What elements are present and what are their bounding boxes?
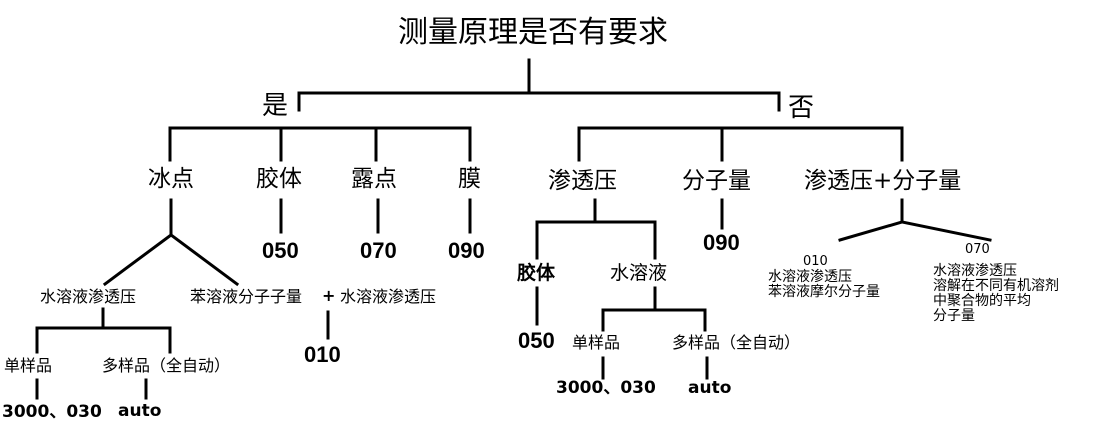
single-sample-codes: 3000、030: [2, 402, 102, 422]
code-010-small: 010: [803, 254, 828, 269]
freezing-point-node: 冰点: [148, 166, 194, 192]
root-question: 测量原理是否有要求: [398, 15, 668, 50]
osmotic-node: 渗透压: [548, 168, 617, 194]
aqueous-osmotic-node: 水溶液渗透压: [40, 287, 137, 306]
dew-point-node: 露点: [351, 166, 397, 192]
note-070: 水溶液渗透压 溶解在不同有机溶剂 中聚合物的平均 分子量: [933, 263, 1059, 324]
code-070: 070: [360, 238, 397, 263]
code-050-no: 050: [518, 328, 555, 353]
multi-sample-node-2: 多样品（全自动）: [672, 333, 801, 352]
auto-code: auto: [118, 401, 162, 421]
code-090: 090: [448, 238, 485, 263]
code-010: 010: [304, 342, 341, 367]
aqueous-osmotic-node-2: 水溶液渗透压: [340, 287, 437, 306]
benzene-mw-node: 苯溶液分子子量: [190, 287, 303, 306]
single-sample-node: 单样品: [4, 356, 53, 375]
note-010: 水溶液渗透压 苯溶液摩尔分子量: [768, 269, 880, 300]
multi-sample-node: 多样品（全自动）: [102, 356, 231, 375]
single-sample-codes-2: 3000、030: [556, 378, 656, 398]
molecular-weight-node: 分子量: [682, 168, 751, 194]
aqueous-node: 水溶液: [610, 262, 668, 284]
colloid-node: 胶体: [256, 166, 302, 192]
auto-code-2: auto: [688, 378, 732, 398]
membrane-node: 膜: [458, 166, 481, 192]
osmotic-plus-mw-node: 渗透压+分子量: [804, 168, 962, 194]
single-sample-node-2: 单样品: [572, 333, 621, 352]
yes-label: 是: [262, 91, 289, 121]
code-050: 050: [262, 238, 299, 263]
no-label: 否: [788, 93, 815, 123]
colloid-node-2: 胶体: [517, 262, 556, 284]
code-070-small: 070: [965, 242, 990, 257]
code-090-no: 090: [703, 230, 740, 255]
plus-sign: +: [322, 286, 336, 305]
